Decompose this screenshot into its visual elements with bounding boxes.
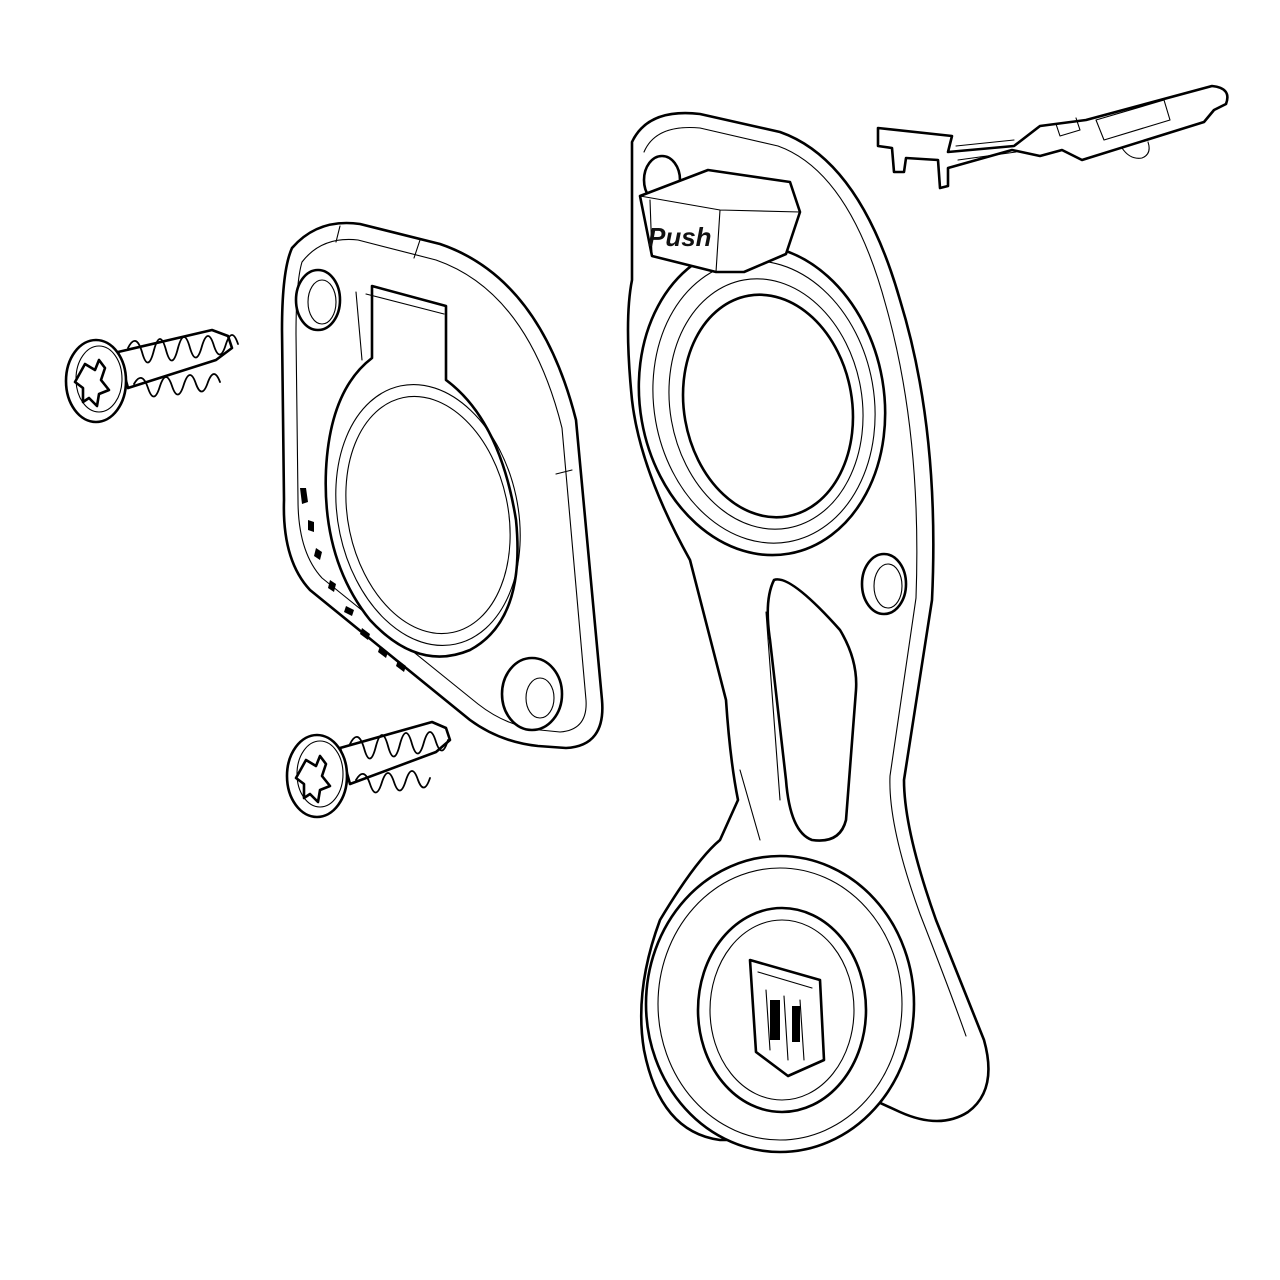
flange-opening xyxy=(324,284,519,658)
shield-logo-icon xyxy=(748,958,826,1078)
mount-hole-top xyxy=(294,268,342,332)
mount-hole-bottom xyxy=(500,656,564,732)
flange-plate xyxy=(280,221,604,750)
push-label: Push xyxy=(648,222,712,252)
main-housing xyxy=(626,111,990,1154)
screw-bottom-thread xyxy=(338,720,452,794)
body-slot xyxy=(766,578,858,842)
mount-hole-side xyxy=(860,552,908,616)
screw-top xyxy=(64,328,239,424)
upper-ring-opening xyxy=(681,293,855,519)
torx-icon xyxy=(294,754,332,804)
torx-icon xyxy=(73,358,111,408)
latch-clip xyxy=(876,84,1229,190)
push-cap: Push xyxy=(638,168,802,274)
screw-top-thread xyxy=(116,328,239,398)
screw-bottom xyxy=(285,720,452,819)
